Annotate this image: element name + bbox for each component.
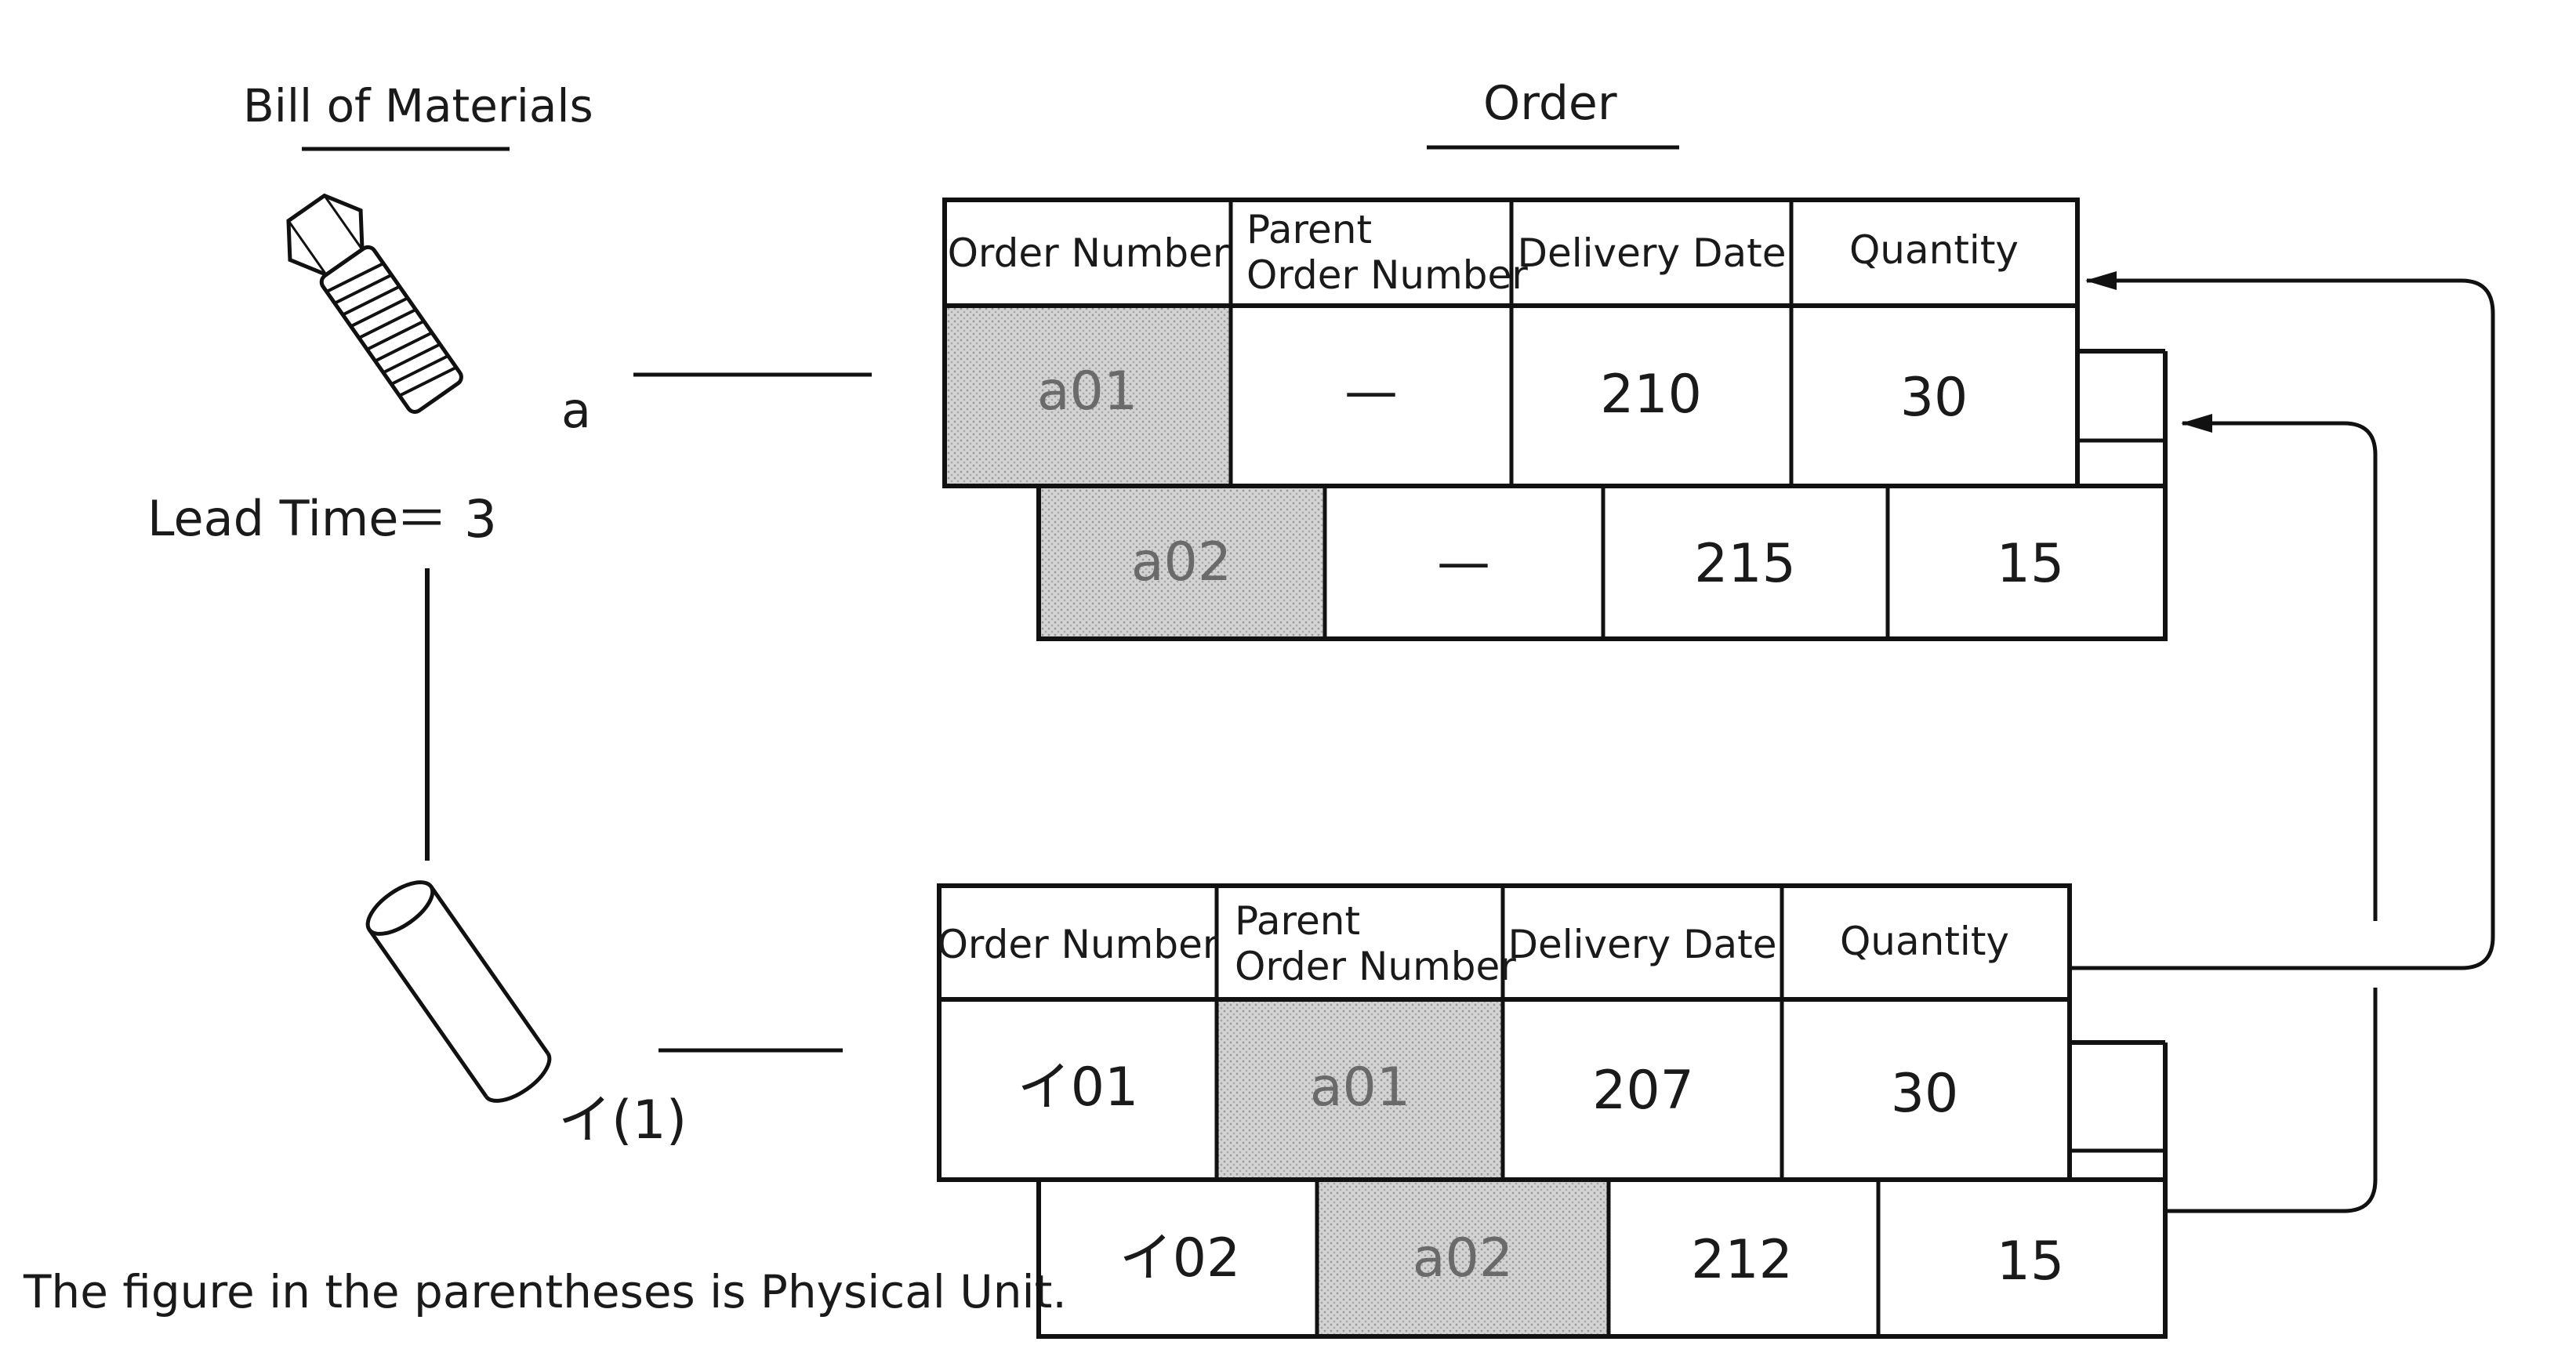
lead-time-label: Lead Time [147, 490, 398, 547]
parent-a02: — [1437, 531, 1490, 593]
arrow-i02-to-a02 [2165, 988, 2378, 1213]
order-table-b: イ02 a02 212 15 Order Number Parent Order… [937, 883, 2168, 1339]
parent-i02: a02 [1413, 1227, 1513, 1289]
lead-time-value: ＝ 3 [396, 489, 497, 549]
order-number-a01: a01 [1037, 361, 1137, 422]
arrow-i02-to-a02-upper [2181, 414, 2378, 921]
header-delivery-date: Delivery Date [1518, 230, 1787, 276]
arrow-i01-to-a01 [2070, 271, 2495, 970]
bom-title: Bill of Materials [243, 79, 593, 132]
header-parent-order-number: Order Number [1235, 944, 1516, 989]
footnote: The figure in the parentheses is Physica… [23, 1265, 1067, 1318]
order-number-i01: イ01 [1018, 1057, 1139, 1119]
header-parent-order-number: Order Number [1246, 252, 1528, 298]
header-quantity: Quantity [1840, 919, 2009, 964]
order-number-a02: a02 [1131, 531, 1232, 593]
header-parent: Parent [1235, 898, 1360, 944]
bolt-icon [286, 193, 463, 414]
quantity-a01: 30 [1900, 367, 1968, 429]
order-title: Order [1483, 76, 1617, 131]
header-quantity: Quantity [1849, 227, 2019, 273]
delivery-date-a01: 210 [1600, 364, 1702, 426]
quantity-a02: 15 [1997, 533, 2065, 595]
order-table-a: a02 — 215 15 Order Number Parent Order N… [942, 198, 2168, 641]
cell-shaded [1039, 486, 1325, 639]
header-parent: Parent [1246, 207, 1372, 252]
quantity-i02: 15 [1997, 1231, 2065, 1293]
cell-shaded [1217, 999, 1503, 1180]
parent-i01: a01 [1310, 1057, 1410, 1119]
delivery-date-i02: 212 [1691, 1229, 1793, 1291]
parent-a01: — [1344, 361, 1398, 422]
order-number-i02: イ02 [1119, 1227, 1241, 1289]
quantity-i01: 30 [1891, 1063, 1959, 1125]
cell-shaded [1317, 1180, 1609, 1336]
cylinder-icon [365, 880, 552, 1103]
part-a-label: a [561, 382, 591, 439]
cell-shaded [945, 306, 1231, 486]
delivery-date-i01: 207 [1592, 1060, 1694, 1122]
delivery-date-a02: 215 [1694, 533, 1796, 595]
header-order-number: Order Number [948, 230, 1229, 276]
header-order-number: Order Number [938, 922, 1219, 967]
part-b-label: イ(1) [558, 1090, 687, 1151]
header-delivery-date: Delivery Date [1508, 922, 1777, 967]
